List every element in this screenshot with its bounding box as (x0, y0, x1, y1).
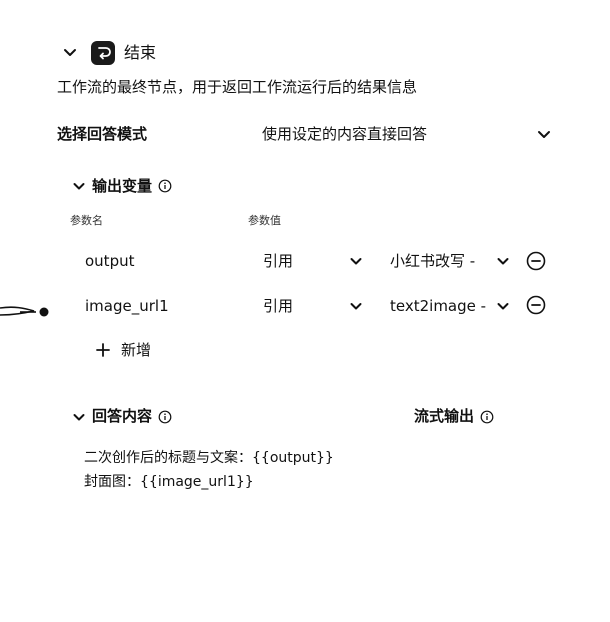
remove-var-button[interactable] (526, 251, 546, 271)
chevron-down-icon (350, 258, 362, 265)
connector-arrow-icon (0, 306, 49, 317)
stream-output-label: 流式输出 (414, 407, 475, 425)
add-variable-button[interactable]: 新增 (95, 339, 151, 361)
node-description: 工作流的最终节点，用于返回工作流运行后的结果信息 (57, 78, 418, 96)
node-title: 结束 (124, 43, 157, 62)
var-type-select[interactable]: 引用 (257, 292, 369, 320)
info-icon[interactable] (480, 410, 494, 424)
output-vars-title: 输出变量 (92, 177, 153, 195)
minus-circle-icon (526, 251, 546, 271)
chevron-down-icon (73, 183, 85, 190)
answer-mode-label: 选择回答模式 (57, 125, 148, 143)
answer-content-line: 封面图：{{image_url1}} (84, 474, 254, 490)
chevron-down-icon (64, 49, 76, 56)
var-ref-select[interactable]: text2image - (384, 292, 516, 320)
info-icon[interactable] (158, 410, 172, 424)
answer-content-editor[interactable]: 二次创作后的标题与文案：{{output}} 封面图：{{image_url1}… (84, 446, 524, 494)
chevron-down-icon (497, 258, 509, 265)
var-type-value: 引用 (263, 297, 294, 315)
var-name-output[interactable]: output (85, 252, 135, 270)
var-ref-value: text2image - (390, 297, 487, 315)
answer-content-toggle[interactable] (70, 408, 88, 426)
column-header-value: 参数值 (248, 214, 281, 227)
plus-icon (96, 343, 110, 357)
var-ref-select[interactable]: 小红书改写 - (384, 247, 516, 275)
answer-mode-select[interactable]: 使用设定的内容直接回答 (258, 118, 558, 150)
chevron-down-icon (350, 303, 362, 310)
column-header-name: 参数名 (70, 214, 103, 227)
collapse-node-button[interactable] (60, 42, 80, 62)
remove-var-button[interactable] (526, 295, 546, 315)
var-ref-value: 小红书改写 - (390, 252, 476, 270)
input-connector[interactable] (0, 300, 52, 324)
var-name-image-url1[interactable]: image_url1 (85, 297, 169, 315)
end-node-icon (91, 41, 115, 65)
add-variable-label: 新增 (121, 341, 152, 359)
info-icon[interactable] (158, 179, 172, 193)
output-vars-toggle[interactable] (70, 177, 88, 195)
chevron-down-icon (538, 131, 550, 138)
answer-mode-value: 使用设定的内容直接回答 (262, 125, 428, 143)
chevron-down-icon (73, 414, 85, 421)
chevron-down-icon (497, 303, 509, 310)
minus-circle-icon (526, 295, 546, 315)
answer-content-line: 二次创作后的标题与文案：{{output}} (84, 450, 334, 466)
answer-content-title: 回答内容 (92, 407, 153, 425)
var-type-value: 引用 (263, 252, 294, 270)
var-type-select[interactable]: 引用 (257, 247, 369, 275)
